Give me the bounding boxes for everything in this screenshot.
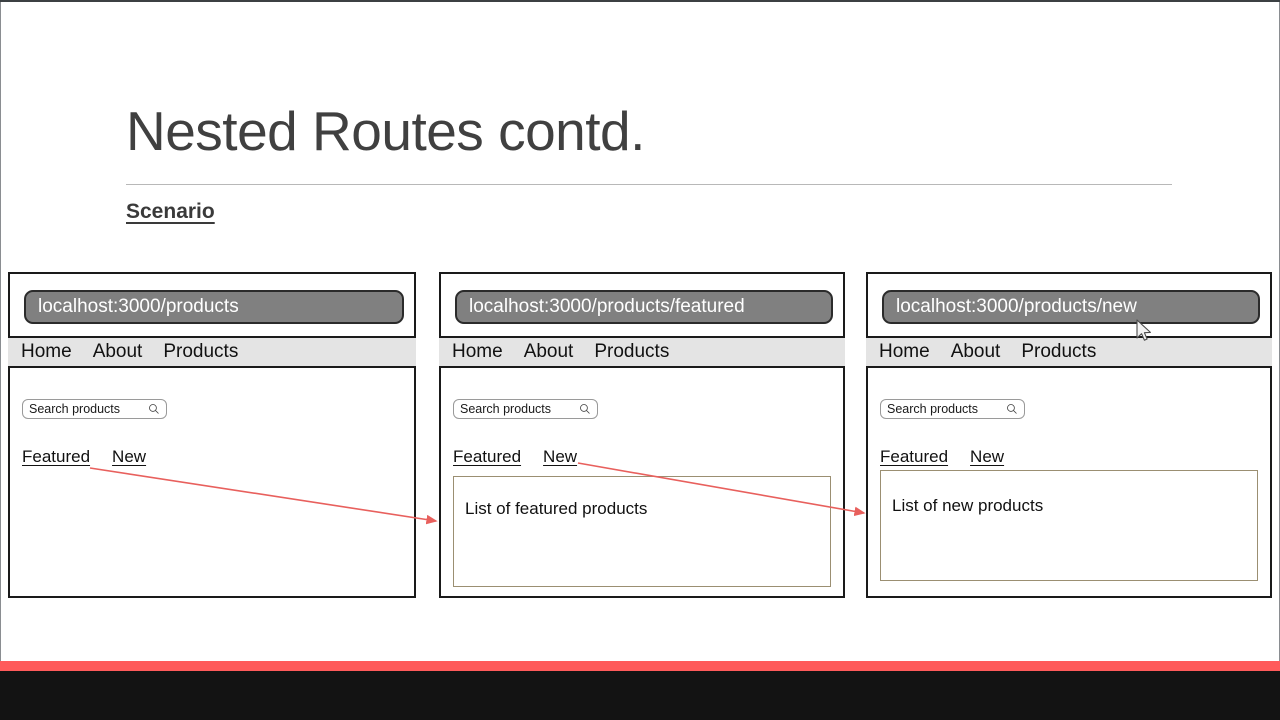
search-input-products[interactable]: Search products (22, 399, 167, 419)
page-body-products: Search products Featured New (10, 370, 414, 596)
outlet-text: List of new products (892, 496, 1044, 515)
search-icon (1007, 404, 1017, 414)
nav-link-about[interactable]: About (523, 341, 574, 362)
window-top-edge (0, 0, 1280, 2)
search-placeholder: Search products (29, 402, 121, 416)
search-input-featured[interactable]: Search products (453, 399, 598, 419)
url-bar-new[interactable]: localhost:3000/products/new (882, 290, 1260, 324)
url-bar-featured[interactable]: localhost:3000/products/featured (455, 290, 833, 324)
search-icon (580, 404, 590, 414)
nav-link-home[interactable]: Home (879, 341, 930, 362)
urlbar-zone-featured: localhost:3000/products/featured (441, 274, 843, 336)
nav-link-home[interactable]: Home (452, 341, 503, 362)
search-placeholder: Search products (887, 402, 979, 416)
outlet-content-featured: List of featured products (453, 476, 831, 587)
browser-mock-products: localhost:3000/products Home About Produ… (8, 272, 416, 598)
nav-link-home[interactable]: Home (21, 341, 72, 362)
search-icon (149, 404, 159, 414)
nav-link-products[interactable]: Products (163, 341, 239, 362)
nav-link-products[interactable]: Products (594, 341, 670, 362)
window-left-edge (0, 2, 1, 661)
url-bar-products[interactable]: localhost:3000/products (24, 290, 404, 324)
section-subtitle: Scenario (126, 200, 215, 223)
nav-link-products[interactable]: Products (1021, 341, 1097, 362)
page-title: Nested Routes contd. (126, 100, 645, 162)
navbar-featured: Home About Products (439, 336, 845, 368)
tab-new[interactable]: New (112, 447, 147, 466)
video-progress-bar[interactable] (0, 661, 1280, 671)
navbar-products: Home About Products (8, 336, 416, 368)
sub-tabs-featured: Featured New (453, 447, 577, 467)
outlet-content-new: List of new products (880, 470, 1258, 581)
browser-mock-featured: localhost:3000/products/featured Home Ab… (439, 272, 845, 598)
tab-new[interactable]: New (543, 447, 578, 466)
tab-featured[interactable]: Featured (880, 447, 949, 466)
tab-featured[interactable]: Featured (453, 447, 522, 466)
title-divider (126, 184, 1172, 185)
search-input-new[interactable]: Search products (880, 399, 1025, 419)
browser-mock-new: localhost:3000/products/new Home About P… (866, 272, 1272, 598)
tab-featured[interactable]: Featured (22, 447, 91, 466)
search-placeholder: Search products (460, 402, 552, 416)
urlbar-zone-new: localhost:3000/products/new (868, 274, 1270, 336)
mouse-pointer-icon (1136, 319, 1151, 341)
video-player-controls-shell[interactable] (0, 671, 1280, 720)
nav-link-about[interactable]: About (950, 341, 1001, 362)
outlet-text: List of featured products (465, 499, 648, 518)
page-body-new: Search products Featured New List of new… (868, 370, 1270, 596)
page-body-featured: Search products Featured New List of fea… (441, 370, 843, 596)
navbar-new: Home About Products (866, 336, 1272, 368)
sub-tabs-new: Featured New (880, 447, 1004, 467)
sub-tabs-products: Featured New (22, 447, 146, 467)
tab-new[interactable]: New (970, 447, 1005, 466)
urlbar-zone-products: localhost:3000/products (10, 274, 414, 336)
nav-link-about[interactable]: About (92, 341, 143, 362)
